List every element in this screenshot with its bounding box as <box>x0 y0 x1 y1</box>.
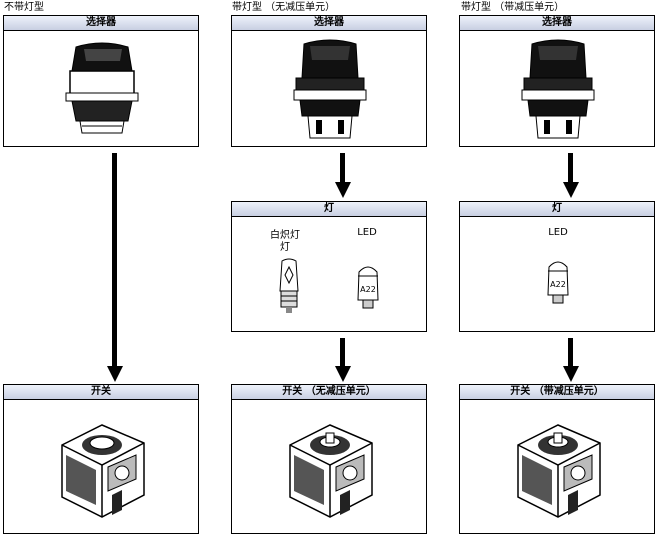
led-lamp-icon <box>547 261 569 304</box>
column-title-lamp-no-reducer: 带灯型 （无减压单元） <box>232 2 336 13</box>
switch-box-3: 开关 （带减压单元） <box>459 384 655 534</box>
switch-header-1: 开关 <box>4 385 198 400</box>
down-arrow-icon <box>340 153 345 183</box>
selector-header-2: 选择器 <box>232 16 426 31</box>
selector-header-1: 选择器 <box>4 16 198 31</box>
arrow-head-icon <box>563 182 579 198</box>
arrow-head-icon <box>335 366 351 382</box>
incandescent-lamp-label-2: 灯 <box>280 242 290 253</box>
selector-knob-icon <box>65 42 139 134</box>
switch-box-2: 开关 （无减压单元） <box>231 384 427 534</box>
lamp-box-2: 灯 白炽灯 灯 LED A22 <box>231 201 427 332</box>
switch-block-icon <box>61 424 145 518</box>
selector-box-3: 选择器 <box>459 15 655 147</box>
down-arrow-icon <box>568 153 573 183</box>
column-title-no-lamp: 不带灯型 <box>4 2 44 13</box>
down-arrow-icon <box>568 338 573 368</box>
led-label: LED <box>357 227 377 238</box>
led-marking: A22 <box>360 285 376 294</box>
incandescent-lamp-label: 白炽灯 <box>270 230 300 241</box>
selector-header-3: 选择器 <box>460 16 654 31</box>
selector-box-2: 选择器 <box>231 15 427 147</box>
arrow-head-icon <box>107 366 123 382</box>
selector-box-1: 选择器 <box>3 15 199 147</box>
lamp-box-3: 灯 LED A22 <box>459 201 655 332</box>
arrow-head-icon <box>563 366 579 382</box>
arrow-head-icon <box>335 182 351 198</box>
led-marking: A22 <box>550 280 566 289</box>
lamp-header-3: 灯 <box>460 202 654 217</box>
switch-header-2: 开关 （无减压单元） <box>232 385 426 400</box>
down-arrow-icon <box>112 153 117 368</box>
lamp-header-2: 灯 <box>232 202 426 217</box>
down-arrow-icon <box>340 338 345 368</box>
led-label: LED <box>548 227 568 238</box>
switch-block-icon <box>289 424 373 518</box>
switch-header-3: 开关 （带减压单元） <box>460 385 654 400</box>
led-lamp-icon <box>357 266 379 309</box>
selector-knob-icon <box>521 39 595 139</box>
selector-knob-icon <box>293 39 367 139</box>
switch-block-icon <box>517 424 601 518</box>
incandescent-bulb-icon <box>279 258 299 313</box>
switch-box-1: 开关 <box>3 384 199 534</box>
column-title-lamp-with-reducer: 带灯型 （带减压单元） <box>461 2 565 13</box>
